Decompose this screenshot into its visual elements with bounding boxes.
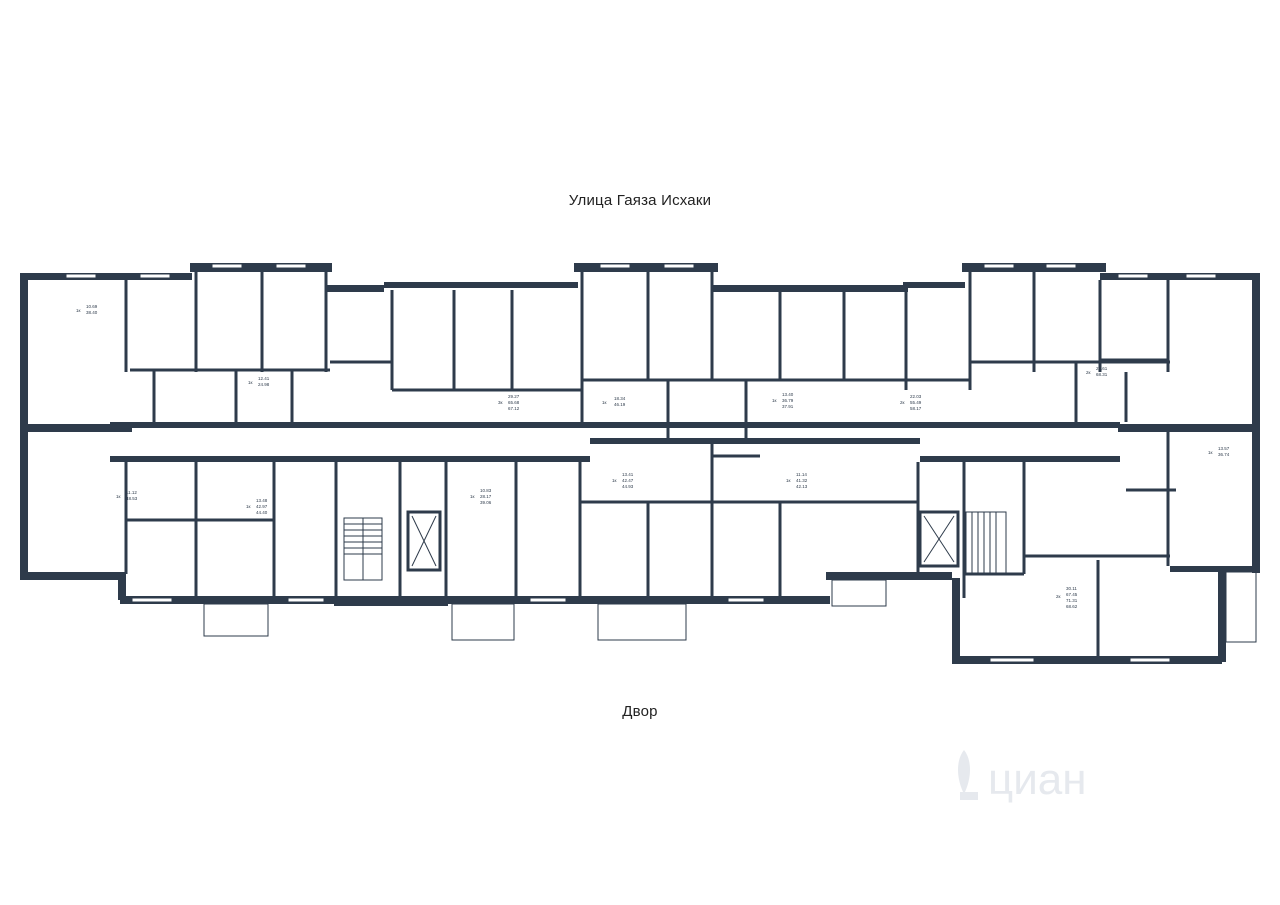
unit-label: 3к 29.27 65.68 67.12 (498, 394, 520, 411)
street-label-top: Улица Гаяза Исхаки (568, 192, 712, 209)
unit-area: 12.41 (258, 376, 270, 381)
unit-area: 42.13 (796, 484, 808, 489)
unit-area: 13.57 (1218, 446, 1230, 451)
unit-area: 58.17 (910, 406, 922, 411)
unit-area: 42.47 (622, 478, 634, 483)
unit-rooms: 1к (116, 494, 121, 499)
unit-rooms: 1к (612, 478, 617, 483)
unit-area: 10.69 (86, 304, 98, 309)
unit-area: 36.74 (1218, 452, 1230, 457)
unit-area: 22.03 (910, 394, 922, 399)
unit-rooms: 1к (248, 380, 253, 385)
unit-label: 2к 21.61 68.31 (1086, 366, 1108, 377)
elevator-right (918, 510, 960, 568)
windows (65, 263, 1217, 663)
unit-label: 2к 30.11 67.45 71.31 68.62 (1056, 586, 1078, 609)
lower-partitions (124, 432, 1176, 658)
unit-area: 39.06 (480, 500, 492, 505)
stair-core-right (965, 511, 1007, 575)
unit-label: 1к 18.34 46.19 (602, 396, 626, 407)
unit-area: 67.12 (508, 406, 520, 411)
unit-area: 11.14 (796, 472, 807, 477)
unit-area: 29.27 (508, 394, 520, 399)
unit-area: 68.62 (1066, 604, 1078, 609)
unit-area: 65.68 (508, 400, 520, 405)
unit-label: 1к 10.69 38.40 (76, 304, 98, 315)
unit-area: 44.40 (256, 510, 268, 515)
unit-label: 1к 13.41 42.47 44.93 (612, 472, 634, 489)
unit-area: 13.48 (256, 498, 268, 503)
unit-area: 67.45 (1066, 592, 1078, 597)
unit-area: 38.40 (86, 310, 98, 315)
unit-label: 1к 13.40 36.79 37.91 (772, 392, 794, 409)
unit-rooms: 2к (1056, 594, 1061, 599)
unit-rooms: 2к (900, 400, 905, 405)
unit-label: 1к 11.12 48.53 (116, 490, 138, 501)
unit-area: 68.31 (1096, 372, 1108, 377)
unit-rooms: 1к (470, 494, 475, 499)
unit-rooms: 1к (602, 400, 607, 405)
unit-area: 41.32 (796, 478, 808, 483)
unit-rooms: 2к (1086, 370, 1091, 375)
unit-rooms: 1к (76, 308, 81, 313)
unit-rooms: 1к (246, 504, 251, 509)
unit-rooms: 1к (1208, 450, 1213, 455)
unit-label: 1к 10.83 28.17 39.06 (470, 488, 492, 505)
upper-partitions (124, 272, 1170, 438)
unit-area: 13.41 (622, 472, 634, 477)
unit-area: 71.31 (1066, 598, 1078, 603)
unit-area: 21.61 (1096, 366, 1108, 371)
unit-area: 48.53 (126, 496, 138, 501)
unit-label: 1к 12.41 24.98 (248, 376, 270, 387)
unit-area: 18.34 (614, 396, 626, 401)
unit-area: 46.19 (614, 402, 626, 407)
unit-area: 37.91 (782, 404, 794, 409)
cian-logo-icon (958, 750, 978, 800)
unit-area: 24.98 (258, 382, 270, 387)
street-label-bottom: Двор (622, 703, 658, 720)
stair-core-left (343, 517, 383, 581)
balconies (203, 571, 1257, 643)
unit-area: 11.12 (126, 490, 137, 495)
unit-area: 30.11 (1066, 586, 1077, 591)
unit-labels: 1к 10.69 38.40 1к 12.41 24.98 3к 29.27 6… (76, 304, 1230, 609)
unit-area: 10.83 (480, 488, 492, 493)
watermark-text: циан (988, 755, 1087, 804)
unit-rooms: 1к (772, 398, 777, 403)
unit-label: 1к 13.57 36.74 (1208, 446, 1230, 457)
outer-walls (20, 263, 1260, 664)
unit-label: 2к 22.03 55.49 58.17 (900, 394, 922, 411)
corridor (22, 422, 1258, 462)
unit-rooms: 3к (498, 400, 503, 405)
unit-area: 44.93 (622, 484, 634, 489)
unit-label: 1к 11.14 41.32 42.13 (786, 472, 808, 489)
unit-area: 42.97 (256, 504, 268, 509)
unit-rooms: 1к (786, 478, 791, 483)
unit-area: 28.17 (480, 494, 492, 499)
unit-area: 36.79 (782, 398, 794, 403)
unit-area: 13.40 (782, 392, 794, 397)
unit-label: 1к 13.48 42.97 44.40 (246, 498, 268, 515)
cian-watermark: циан (958, 750, 1087, 804)
elevator-left (406, 510, 442, 572)
unit-area: 55.49 (910, 400, 922, 405)
